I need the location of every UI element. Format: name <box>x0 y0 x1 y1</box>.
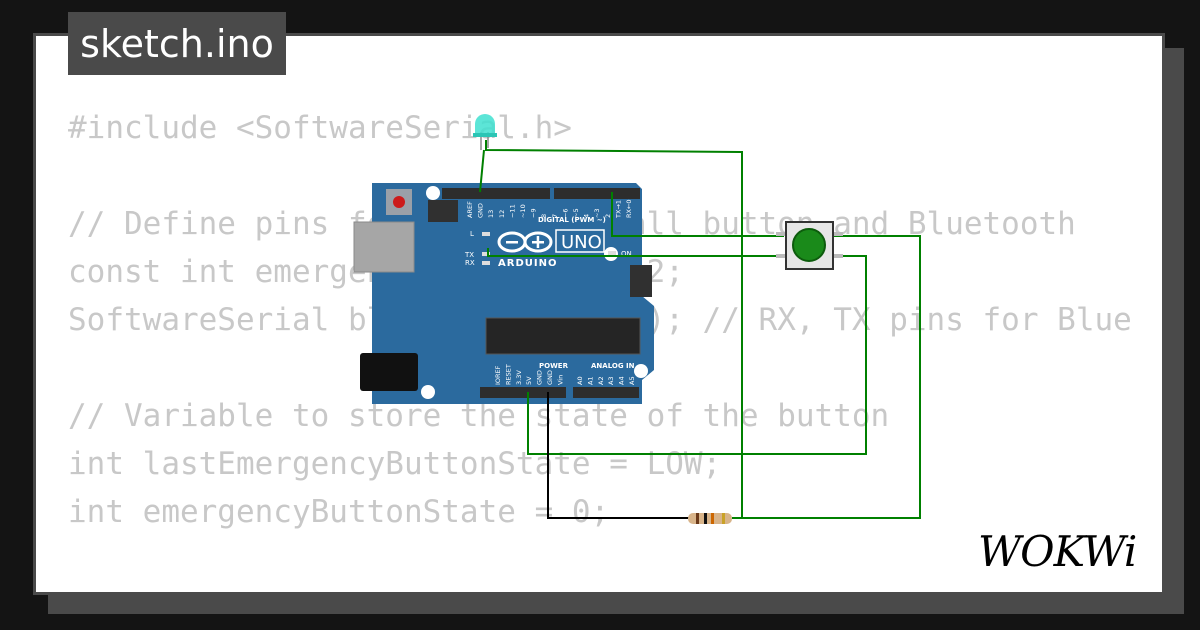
status-led <box>608 251 616 255</box>
pin-label: GND <box>546 370 554 385</box>
pin-label: RX←0 <box>625 199 633 218</box>
status-led <box>482 252 490 256</box>
window-title: sketch.ino <box>68 12 286 75</box>
code-line: int emergencyButtonState = 0; <box>68 494 610 530</box>
wire-gnd-to-button[interactable] <box>487 248 784 257</box>
mounting-hole <box>426 186 440 200</box>
digital-label: DIGITAL (PWM ~) <box>538 216 606 224</box>
wire-button-to-5v[interactable] <box>527 255 867 455</box>
pin-label: A3 <box>607 376 615 385</box>
icsp-header <box>630 265 652 297</box>
wire-led-gnd[interactable] <box>479 149 485 193</box>
pushbutton-icon[interactable] <box>776 221 843 270</box>
pin-label: A2 <box>597 376 605 385</box>
wokwi-logo-text: WOKWi <box>978 527 1136 576</box>
mounting-hole <box>421 385 435 399</box>
pin-label: ~6 <box>561 208 569 218</box>
arduino-logo-icon <box>497 231 553 253</box>
pin-label: GND <box>536 370 544 385</box>
code-line: #include <SoftwareSerial.h> <box>68 110 572 146</box>
code-line: int lastEmergencyButtonState = LOW; <box>68 446 722 482</box>
wire-pin2-to-button[interactable] <box>611 192 784 237</box>
digital-header <box>442 188 640 199</box>
icsp-header <box>428 200 458 222</box>
pin-label: 4 <box>583 214 591 218</box>
wires <box>479 140 921 519</box>
pin-label: RESET <box>504 364 512 385</box>
wokwi-logo: WOKWi <box>978 527 1137 576</box>
pin-label: A5 <box>628 376 636 385</box>
pin-label: 12 <box>498 210 506 218</box>
pin-label: 13 <box>487 210 495 218</box>
led-icon[interactable] <box>473 114 497 150</box>
wire-gnd-to-resistor[interactable] <box>547 392 690 519</box>
pin-label: TX→1 <box>614 200 622 219</box>
led-label-l: L <box>470 230 474 238</box>
led-label-on: ON <box>621 250 632 258</box>
code-line: void setup() { <box>68 584 1132 592</box>
pin-label: 5V <box>525 376 533 385</box>
status-led <box>482 261 490 265</box>
pin-label: A0 <box>576 376 584 385</box>
pin-label: IOREF <box>494 365 502 385</box>
pin-label: 2 <box>604 214 612 218</box>
usb-port <box>353 221 415 273</box>
resistor-icon[interactable] <box>688 513 732 524</box>
status-led <box>482 232 490 236</box>
pin-label: 3.3V <box>515 370 523 385</box>
pin-label: ~9 <box>530 208 538 218</box>
reset-button[interactable] <box>386 189 412 215</box>
pin-label: Vin <box>556 375 564 385</box>
pin-label: ~3 <box>593 208 601 218</box>
pin-label: ~11 <box>508 204 516 218</box>
analog-label: ANALOG IN <box>591 362 635 370</box>
board-model: UNO <box>561 232 602 253</box>
pin-label: A1 <box>586 376 594 385</box>
pin-label: ~5 <box>572 208 580 218</box>
led-label-tx: TX <box>464 251 474 259</box>
wire-led-to-button[interactable] <box>485 140 921 519</box>
power-header <box>480 387 639 398</box>
led-label-rx: RX <box>465 259 475 267</box>
pin-label: GND <box>477 203 485 218</box>
pin-label: ~10 <box>519 204 527 218</box>
pin-label: 7 <box>551 214 559 218</box>
uno-badge <box>555 229 605 253</box>
pin-label: 8 <box>540 214 548 218</box>
power-jack <box>360 353 418 391</box>
arduino-uno-board[interactable]: DIGITAL (PWM ~) POWER ANALOG IN L TX RX … <box>353 183 654 404</box>
power-label: POWER <box>539 362 569 370</box>
pin-label: A4 <box>618 376 626 385</box>
atmega-chip <box>485 317 641 355</box>
pin-label: AREF <box>466 201 474 218</box>
mounting-hole <box>634 364 648 378</box>
board-brand: ARDUINO <box>498 258 557 269</box>
